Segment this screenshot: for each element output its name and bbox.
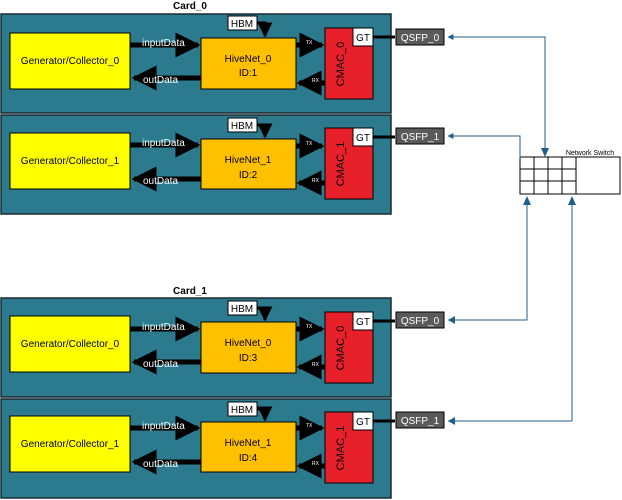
qsfp-label: QSFP_1 xyxy=(401,416,440,427)
rx-label: RX xyxy=(312,178,320,184)
qsfp-label: QSFP_0 xyxy=(401,316,440,327)
cmac-label: CMAC_0 xyxy=(335,42,347,87)
switch-port-grid xyxy=(520,157,577,194)
generator-collector-block xyxy=(9,415,131,473)
hbm-arrow xyxy=(257,21,273,38)
link-arrowheads xyxy=(448,148,576,425)
rx-label: RX xyxy=(312,362,320,368)
hbm-arrow xyxy=(257,306,273,322)
gt-label: GT xyxy=(356,317,370,328)
gt-label: GT xyxy=(356,33,370,44)
hivenet-id: ID:1 xyxy=(239,68,258,79)
hivenet-id: ID:2 xyxy=(239,170,258,181)
qsfp-block xyxy=(395,311,445,329)
network-switch: Network Switch xyxy=(519,150,621,195)
link-card0-qsfp1 xyxy=(447,133,521,158)
qsfp-label: QSFP_1 xyxy=(401,132,440,143)
input-data-label: inputData xyxy=(142,322,185,333)
input-data-label: inputData xyxy=(142,138,185,149)
generator-collector-block xyxy=(9,32,131,90)
hivenet-label: HiveNet_1 xyxy=(225,155,272,166)
arrowhead-left xyxy=(448,417,455,425)
network-switch-label: Network Switch xyxy=(566,150,614,157)
arrowhead-up xyxy=(568,196,576,205)
qsfp-block xyxy=(395,28,445,46)
hivenet-block xyxy=(200,37,297,90)
generator-collector-block xyxy=(9,132,131,190)
tx-label: TX xyxy=(306,324,313,330)
rx-label: RX xyxy=(312,78,320,84)
gt-label: GT xyxy=(356,133,370,144)
qsfp-block xyxy=(395,127,445,145)
hbm-arrow xyxy=(257,123,273,139)
input-data-label: inputData xyxy=(142,38,185,49)
arrowhead-left xyxy=(448,316,455,324)
qsfp-port: QSFP_1 xyxy=(395,127,445,145)
out-data-label: outData xyxy=(143,459,178,470)
hivenet-block xyxy=(200,421,297,473)
out-data-label: outData xyxy=(143,359,178,370)
hbm-label: HBM xyxy=(231,405,253,416)
arrowhead-down xyxy=(541,148,549,157)
link-card1-qsfp0 xyxy=(448,198,528,321)
card-lane: Generator/Collector_1 inputData outData … xyxy=(0,114,395,215)
generator-label: Generator/Collector_0 xyxy=(21,339,120,350)
generator-label: Generator/Collector_1 xyxy=(21,439,120,450)
hbm-label: HBM xyxy=(231,304,253,315)
hivenet-label: HiveNet_0 xyxy=(225,54,272,65)
link-card0-qsfp0 xyxy=(447,34,546,155)
card-lane: Generator/Collector_0 inputData outData … xyxy=(0,13,395,114)
card-title: Card_1 xyxy=(173,286,207,297)
rx-label: RX xyxy=(312,461,320,467)
switch-body xyxy=(519,156,621,195)
arrowhead-up xyxy=(523,196,531,205)
cmac-label: CMAC_0 xyxy=(335,326,347,371)
generator-collector-block xyxy=(9,315,131,373)
qsfp-port: QSFP_0 xyxy=(395,311,445,329)
gt-label: GT xyxy=(356,417,370,428)
input-data-label: inputData xyxy=(142,421,185,432)
hivenet-label: HiveNet_1 xyxy=(225,438,272,449)
generator-label: Generator/Collector_1 xyxy=(21,156,120,167)
hivenet-id: ID:4 xyxy=(239,453,258,464)
qsfp-label: QSFP_0 xyxy=(401,33,440,44)
card-lane: Generator/Collector_0 inputData outData … xyxy=(0,297,395,398)
tx-label: TX xyxy=(306,423,313,429)
link-card1-qsfp1 xyxy=(448,198,573,422)
cmac-label: CMAC_1 xyxy=(335,426,347,471)
hbm-label: HBM xyxy=(231,121,253,132)
tx-label: TX xyxy=(306,40,313,46)
hivenet-id: ID:3 xyxy=(239,353,258,364)
network-links xyxy=(447,34,573,422)
card-lane: Generator/Collector_1 inputData outData … xyxy=(0,398,395,499)
qsfp-port: QSFP_1 xyxy=(395,411,445,429)
generator-label: Generator/Collector_0 xyxy=(21,56,120,67)
out-data-label: outData xyxy=(143,176,178,187)
hivenet-block xyxy=(200,138,297,190)
cmac-label: CMAC_1 xyxy=(335,142,347,187)
card-title: Card_0 xyxy=(173,1,207,12)
tx-label: TX xyxy=(306,141,313,147)
qsfp-block xyxy=(395,411,445,429)
hbm-arrow xyxy=(257,406,273,422)
hivenet-block xyxy=(200,321,297,374)
qsfp-port: QSFP_0 xyxy=(395,28,445,46)
hbm-label: HBM xyxy=(231,19,253,30)
out-data-label: outData xyxy=(143,75,178,86)
hivenet-label: HiveNet_0 xyxy=(225,338,272,349)
